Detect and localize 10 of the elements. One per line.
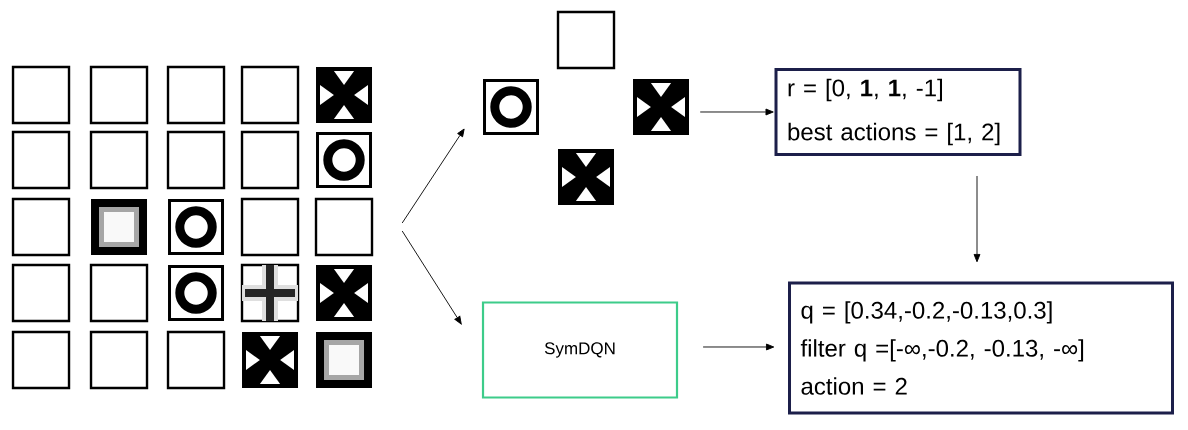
arrow [401,128,465,224]
arrow [401,230,462,325]
text-box: q = [0.34,-0.2,-0.13,0.3] filter q =[-∞,-0.2, -0.13, -∞] action = 2 [788,281,1174,415]
text-box: r = [0, 1, 1, -1] best actions = [1, 2] [774,68,1022,156]
game-board-drawing [11,65,374,390]
process-box: SymDQN [481,301,679,399]
arrow [973,175,981,263]
arrow [699,108,774,116]
arrow [702,343,775,351]
neighbourhood-drawing [483,10,689,205]
